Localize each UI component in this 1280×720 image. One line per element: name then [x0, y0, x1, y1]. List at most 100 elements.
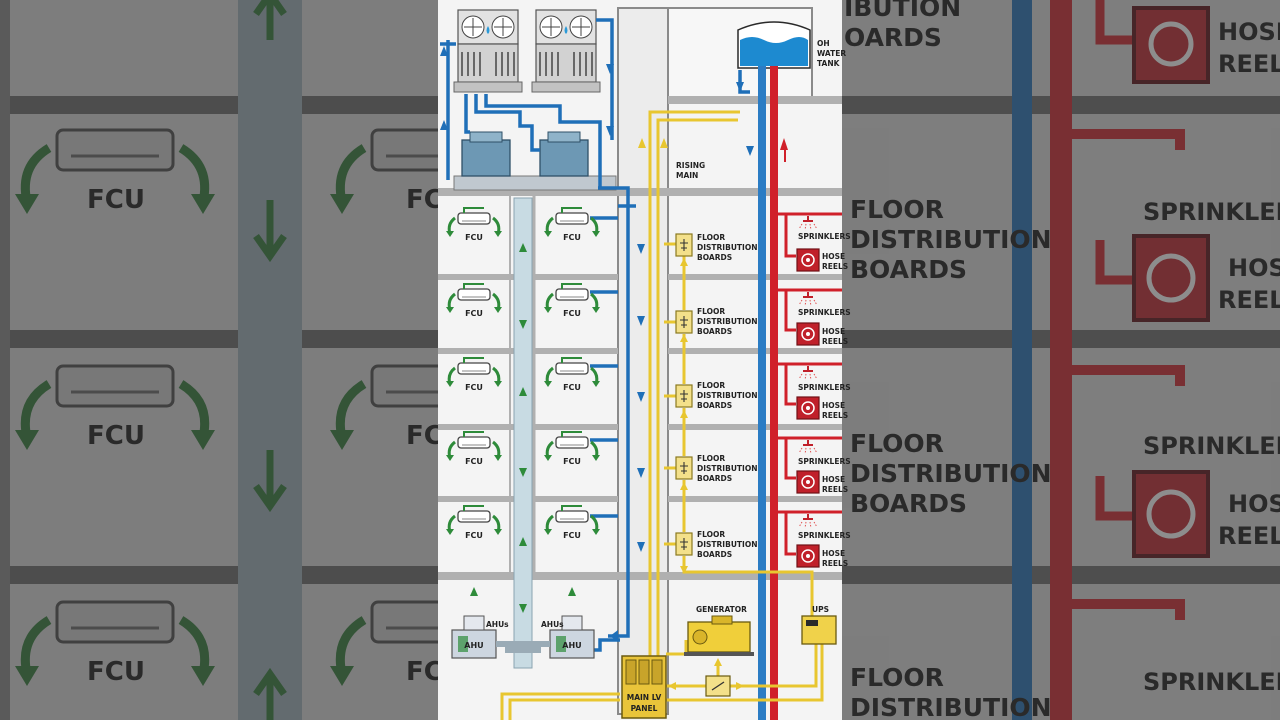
sprinklers-label: SPRINKLERS: [798, 531, 851, 540]
ahu-label: AHU: [464, 641, 483, 650]
cooling-tower-icon: [531, 9, 601, 93]
generator-label: GENERATOR: [696, 605, 747, 614]
fdb-label-line2: DISTRIBUTION: [697, 540, 757, 549]
background-right: [842, 0, 1280, 720]
fire-branches: [778, 212, 842, 556]
background-left: [0, 0, 530, 720]
hose-reel-icon: [796, 544, 820, 568]
bg-floor-line2: DISTRIBUTION: [850, 459, 1052, 488]
lv-panel-label-line2: PANEL: [631, 704, 658, 713]
bg-floor-line3: BOARDS: [850, 255, 967, 284]
lv-panel-label-line1: MAIN LV: [627, 693, 662, 702]
flow-arrow-icon: [638, 138, 744, 690]
bg-fcu-label: FCU: [87, 657, 145, 687]
hose-label-line1: HOSE: [822, 327, 845, 336]
fdb-label-line1: FLOOR: [697, 233, 725, 242]
bg-floor-boards-partial: IBUTION: [844, 0, 961, 22]
sprinklers-label: SPRINKLERS: [798, 457, 851, 466]
bg-fcu-partial-label: FC: [406, 421, 443, 451]
flow-arrow-icon: [780, 138, 788, 150]
bg-floor-line2: DISTRIBUTION: [850, 225, 1052, 254]
transfer-switch-icon: [705, 675, 731, 697]
tank-label-line2: WATER: [817, 49, 846, 58]
bg-sprinklers: SPRINKLERS: [1143, 432, 1280, 460]
fcu-labels: FCU FCU FCU FCU FCU FCU FCU FCU FCU FCU: [465, 233, 581, 540]
fire-labels: SPRINKLERS HOSE REELS SPRINKLERS HOSE RE…: [798, 232, 851, 568]
distribution-board-icon: [675, 532, 693, 556]
fdb-label-line3: BOARDS: [697, 253, 732, 262]
bg-fcu-partial-label: FC: [406, 657, 443, 687]
bg-floor-line1: FLOOR: [850, 429, 944, 458]
bg-sprinklers: SPRINKLERS: [1143, 198, 1280, 226]
fcu-label: FCU: [465, 457, 483, 466]
fdb-labels: FLOOR DISTRIBUTION BOARDS FLOOR DISTRIBU…: [697, 233, 757, 559]
fcu-label: FCU: [563, 531, 581, 540]
fdb-label-line3: BOARDS: [697, 327, 732, 336]
ahus-label: AHUs: [541, 620, 564, 629]
rising-main-label-line1: RISING: [676, 161, 705, 170]
generator-icon: [684, 615, 754, 656]
hose-label-line2: REELS: [822, 411, 848, 420]
hose-label-line1: HOSE: [822, 549, 845, 558]
bg-fcu-partial-label: FC: [406, 185, 443, 215]
hose-label-line2: REELS: [822, 559, 848, 568]
water-tank-icon: [737, 21, 811, 69]
hose-label-line2: REELS: [822, 485, 848, 494]
hose-reel-icon: [796, 396, 820, 420]
bg-sprinklers: SPRINKLERS: [1143, 668, 1280, 696]
distribution-board-icon: [675, 384, 693, 408]
fdb-label-line3: BOARDS: [697, 401, 732, 410]
bg-fcu-label: FCU: [87, 185, 145, 215]
ahus-label: AHUs: [486, 620, 509, 629]
distribution-board-icon: [675, 233, 693, 257]
fdb-label-line2: DISTRIBUTION: [697, 391, 757, 400]
cooling-tower-icon: [453, 9, 523, 93]
hose-label-line1: HOSE: [822, 475, 845, 484]
ups-icon: [801, 615, 837, 645]
hose-reel-icon: [796, 322, 820, 346]
fcu-label: FCU: [563, 309, 581, 318]
bg-floor-line1: FLOOR: [850, 663, 944, 692]
power-risers: [500, 110, 824, 720]
bg-hose-line2: REELS: [1218, 522, 1280, 550]
ahu-label: AHU: [562, 641, 581, 650]
bg-fcu-label: FCU: [87, 421, 145, 451]
sprinklers-label: SPRINKLERS: [798, 308, 851, 317]
fcu-label: FCU: [465, 309, 483, 318]
fdb-label-line1: FLOOR: [697, 454, 725, 463]
hose-label-line1: HOSE: [822, 252, 845, 261]
fdb-label-line1: FLOOR: [697, 530, 725, 539]
fdb-label-line1: FLOOR: [697, 381, 725, 390]
rising-main-red: [770, 66, 778, 720]
fdb-label-line3: BOARDS: [697, 550, 732, 559]
flow-arrow-icon: [470, 243, 576, 613]
sprinklers-label: SPRINKLERS: [798, 232, 851, 241]
bg-hose-line1: HOSE: [1228, 490, 1280, 518]
hose-reel-icon: [796, 470, 820, 494]
fcu-label: FCU: [465, 383, 483, 392]
rising-main-blue: [758, 66, 766, 720]
distribution-board-icon: [675, 310, 693, 334]
distribution-board-icon: [675, 456, 693, 480]
hose-label-line1: HOSE: [822, 401, 845, 410]
fdb-label-line3: BOARDS: [697, 474, 732, 483]
bg-hose-line2: REELS: [1218, 286, 1280, 314]
tank-label-line1: OH: [817, 39, 830, 48]
fdb-label-line2: DISTRIBUTION: [697, 243, 757, 252]
bg-floor-line3: BOARDS: [850, 489, 967, 518]
hose-label-line2: REELS: [822, 337, 848, 346]
hose-label-line2: REELS: [822, 262, 848, 271]
bg-floor-line1: FLOOR: [850, 195, 944, 224]
sprinklers-label: SPRINKLERS: [798, 383, 851, 392]
flow-arrow-icon: [440, 46, 754, 642]
bg-hose-line2: REELS: [1218, 50, 1280, 78]
fcu-label: FCU: [563, 383, 581, 392]
fcu-label: FCU: [563, 233, 581, 242]
chiller-pump-icon: [453, 131, 617, 191]
fcu-label: FCU: [563, 457, 581, 466]
fdb-label-line2: DISTRIBUTION: [697, 317, 757, 326]
fdb-label-line1: FLOOR: [697, 307, 725, 316]
fcu-label: FCU: [465, 531, 483, 540]
fdb-label-line2: DISTRIBUTION: [697, 464, 757, 473]
